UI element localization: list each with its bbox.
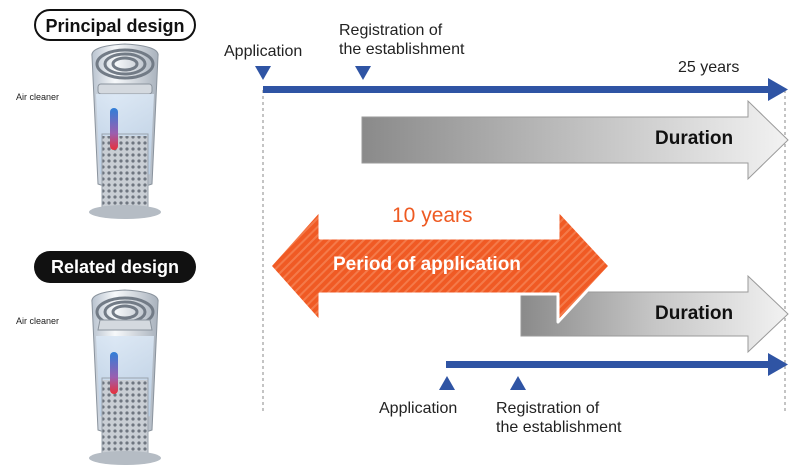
period-years-label: 10 years	[392, 204, 473, 227]
air-cleaner-icon	[89, 43, 161, 219]
principal-registration-line1: Registration of	[339, 22, 443, 39]
related-timeline-arrow	[446, 353, 788, 376]
principal-product-label: Air cleaner	[16, 92, 60, 102]
principal-registration-line2: the establishment	[339, 41, 465, 58]
related-product-label: Air cleaner	[16, 316, 60, 326]
triangle-marker-icon	[255, 66, 271, 80]
triangle-marker-icon	[439, 376, 455, 390]
related-registration-line1: Registration of	[496, 400, 600, 417]
principal-duration-arrow	[361, 99, 789, 181]
related-design-title: Related design	[34, 251, 196, 283]
principal-registration-label: Registration of the establishment	[339, 21, 464, 59]
principal-application-label: Application	[224, 43, 303, 60]
related-registration-line2: the establishment	[496, 419, 622, 436]
related-duration-arrow	[520, 274, 789, 354]
related-duration-label: Duration	[655, 303, 734, 324]
period-of-application-label: Period of application	[333, 254, 521, 275]
air-cleaner-icon	[89, 289, 161, 465]
principal-duration-label: Duration	[655, 128, 734, 149]
triangle-marker-icon	[355, 66, 371, 80]
related-registration-label: Registration of the establishment	[496, 399, 621, 437]
principal-years-label: 25 years	[678, 59, 740, 76]
period-of-application-arrow	[268, 208, 612, 324]
related-application-label: Application	[379, 400, 458, 417]
principal-timeline-arrow	[263, 78, 788, 101]
principal-design-title: Principal design	[34, 9, 196, 41]
triangle-marker-icon	[510, 376, 526, 390]
